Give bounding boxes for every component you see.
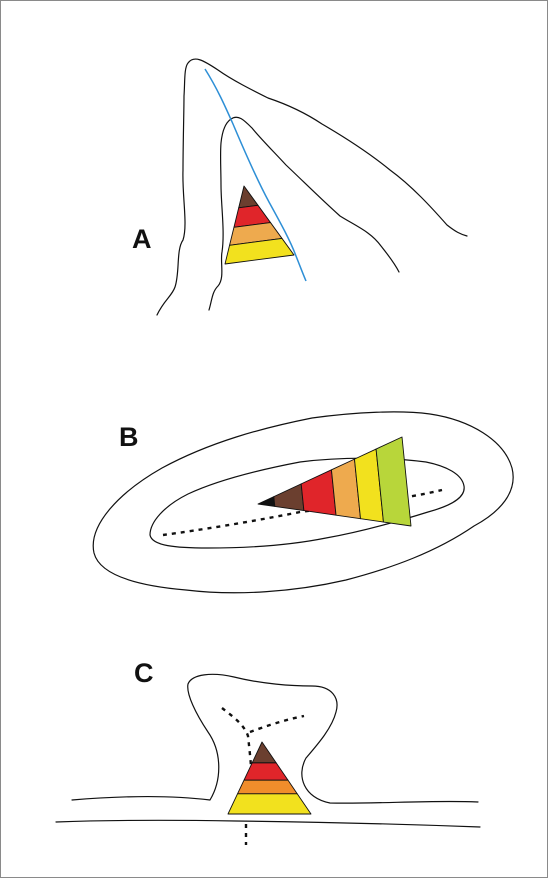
- tri-c-band-1: [252, 742, 276, 763]
- panel-c-triangle: [228, 742, 311, 814]
- panel-a-triangle: [225, 186, 294, 264]
- tri-c-band-3: [238, 780, 298, 794]
- panel-b-triangle: [258, 437, 411, 526]
- panel-a-outer-outline: [157, 59, 467, 315]
- tri-b-band-2: [274, 484, 304, 511]
- tri-a-band-1: [239, 186, 258, 208]
- panel-c-baseline: [56, 820, 480, 827]
- tri-b-band-1: [258, 497, 275, 507]
- tri-c-band-2: [244, 763, 288, 780]
- panel-c-flow-line-right: [250, 716, 304, 732]
- panel-c-diagram: [56, 674, 480, 845]
- tri-b-band-3: [301, 470, 336, 515]
- panel-b-diagram: [93, 412, 513, 593]
- tri-c-band-4: [228, 794, 311, 814]
- panel-a-diagram: [157, 59, 467, 315]
